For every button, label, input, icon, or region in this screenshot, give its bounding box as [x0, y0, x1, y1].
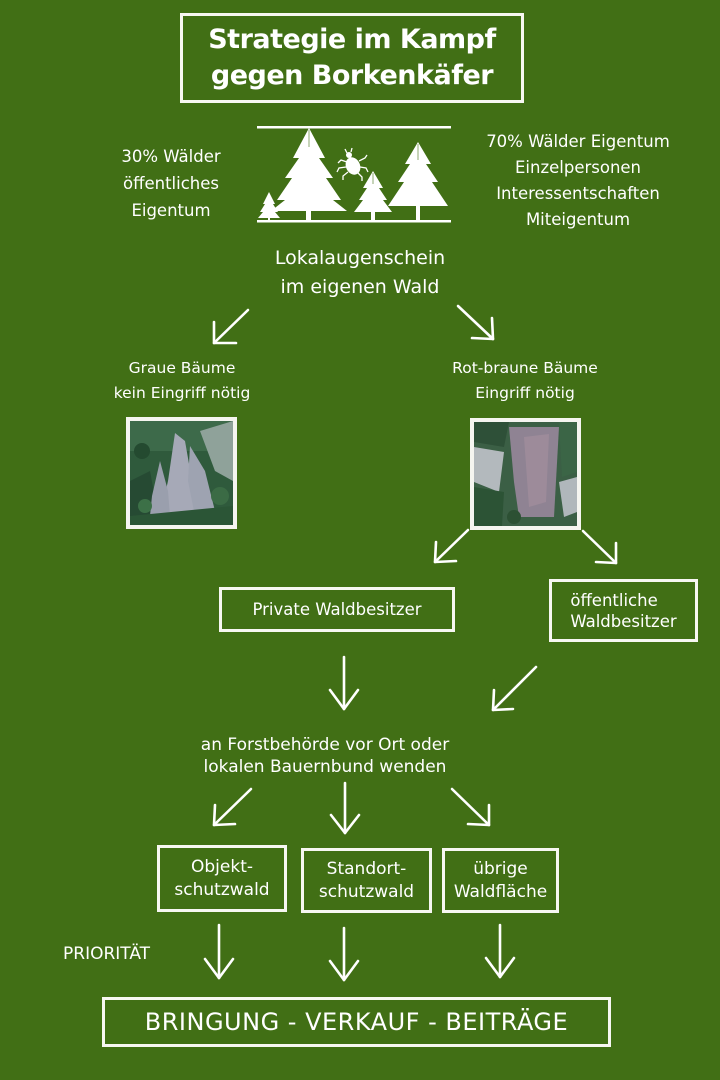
forest-type-label: übrige Waldfläche — [454, 858, 547, 904]
forest-type-line: Standort- — [326, 858, 407, 879]
public-owners-label: öffentliche Waldbesitzer — [570, 590, 676, 632]
private-ownership-line: 70% Wälder Eigentum — [486, 132, 670, 151]
inspection-text: Lokalaugenschein im eigenen Wald — [210, 244, 510, 302]
arrow-down-left-icon — [212, 308, 250, 345]
arrow-down-icon — [328, 926, 360, 982]
private-ownership-text: 70% Wälder Eigentum Einzelpersonen Inter… — [462, 129, 694, 233]
result-box: BRINGUNG - VERKAUF - BEITRÄGE — [102, 997, 611, 1047]
inspection-line: im eigenen Wald — [280, 276, 440, 298]
title-box: Strategie im Kampf gegen Borkenkäfer — [180, 13, 524, 103]
arrow-down-left-icon — [491, 665, 538, 712]
forest-type-label: Objekt- schutzwald — [174, 856, 269, 902]
inspection-line: Lokalaugenschein — [274, 247, 446, 269]
red-brown-trees-label: Rot-braune Bäume Eingriff nötig — [420, 356, 630, 406]
grey-trees-line: Graue Bäume — [128, 359, 236, 377]
red-brown-infested-spruce-photo — [470, 418, 581, 530]
red-brown-trees-line: Rot-braune Bäume — [452, 359, 598, 377]
arrow-down-icon — [484, 923, 516, 979]
public-ownership-line: 30% Wälder — [121, 147, 221, 166]
public-ownership-line: Eigentum — [131, 201, 211, 220]
grey-trees-label: Graue Bäume kein Eingriff nötig — [80, 356, 284, 406]
priority-label: PRIORITÄT — [63, 944, 151, 964]
grey-trees-line: kein Eingriff nötig — [113, 384, 251, 402]
arrow-down-left-icon — [212, 787, 253, 827]
arrow-down-left-icon — [433, 528, 470, 564]
private-ownership-line: Einzelpersonen — [514, 158, 642, 177]
public-ownership-line: öffentliches — [123, 174, 219, 193]
red-brown-trees-line: Eingriff nötig — [475, 384, 575, 402]
forest-type-line: schutzwald — [318, 881, 415, 902]
forest-type-line: Objekt- — [191, 856, 253, 877]
title-line-2: gegen Borkenkäfer — [210, 60, 494, 91]
private-owners-box: Private Waldbesitzer — [219, 587, 455, 632]
arrow-down-right-icon — [450, 787, 491, 827]
arrow-down-right-icon — [581, 529, 618, 565]
forest-type-box-site-protection: Standort- schutzwald — [301, 848, 432, 913]
public-owners-box: öffentliche Waldbesitzer — [549, 579, 698, 642]
forest-type-box-object-protection: Objekt- schutzwald — [157, 845, 287, 912]
grey-dead-spruce-photo — [126, 417, 237, 529]
public-owners-line: Waldbesitzer — [570, 611, 677, 631]
arrow-down-icon — [328, 655, 360, 711]
arrow-down-icon — [329, 781, 361, 835]
public-owners-line: öffentliche — [570, 590, 658, 610]
title-line-1: Strategie im Kampf — [208, 24, 496, 55]
public-ownership-text: 30% Wälder öffentliches Eigentum — [96, 143, 246, 224]
result-label: BRINGUNG - VERKAUF - BEITRÄGE — [144, 1008, 569, 1036]
arrow-down-right-icon — [456, 304, 495, 341]
forest-type-line: übrige — [473, 858, 528, 879]
arrow-down-icon — [203, 923, 235, 980]
private-ownership-line: Interessentschaften — [496, 184, 660, 203]
forest-type-box-other-area: übrige Waldfläche — [442, 848, 559, 913]
contact-line: an Forstbehörde vor Ort oder — [200, 735, 450, 755]
forest-with-bark-beetle-icon — [257, 126, 451, 223]
forest-type-line: Waldfläche — [453, 881, 548, 902]
private-ownership-line: Miteigentum — [525, 210, 631, 229]
forest-type-label: Standort- schutzwald — [319, 858, 414, 904]
contact-line: lokalen Bauernbund wenden — [203, 757, 447, 777]
forest-type-line: schutzwald — [174, 879, 270, 900]
page-title: Strategie im Kampf gegen Borkenkäfer — [208, 22, 496, 94]
contact-text: an Forstbehörde vor Ort oder lokalen Bau… — [150, 734, 500, 778]
private-owners-label: Private Waldbesitzer — [252, 600, 422, 619]
